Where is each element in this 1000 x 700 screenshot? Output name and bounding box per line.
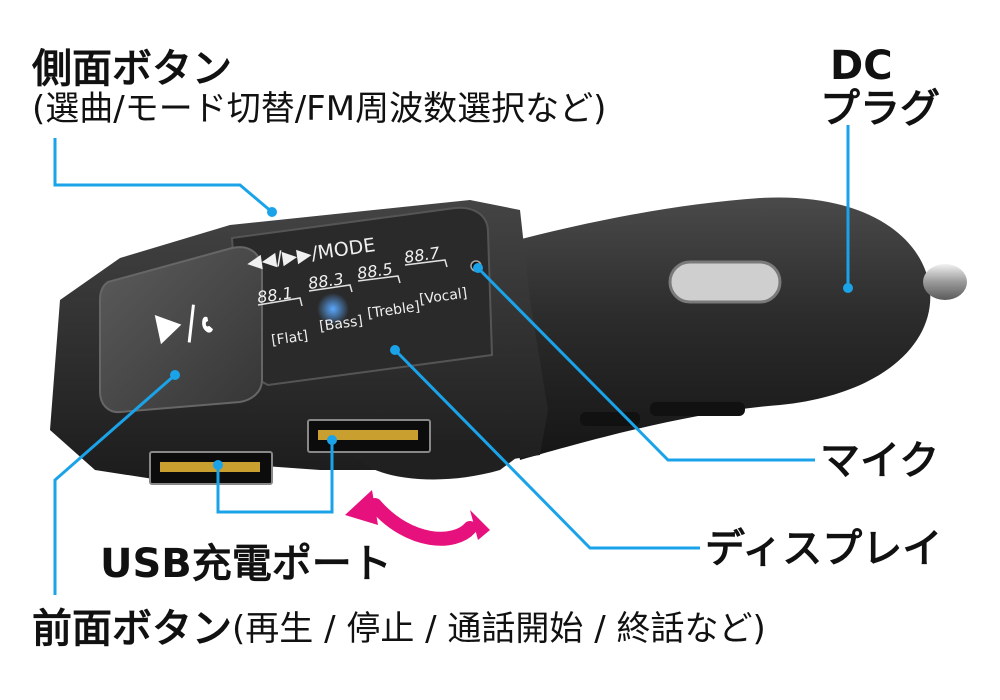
- callout-side-button: [53, 138, 273, 214]
- play-phone-icon: [154, 304, 213, 345]
- dc-label-line2: プラグ: [820, 86, 940, 132]
- callout-usb: [216, 440, 334, 514]
- preset-name-4: [Vocal]: [418, 285, 468, 308]
- callout-mic: [476, 266, 815, 462]
- plug-side-contact: [668, 260, 782, 304]
- plug-tip: [923, 264, 967, 300]
- dc-label-line1: DC: [830, 43, 893, 89]
- front-button-label: 前面ボタン: [32, 606, 232, 652]
- usb-port-right-contacts: [318, 430, 418, 440]
- callout-dots: [170, 207, 853, 470]
- rotation-arrow-icon: [345, 490, 490, 546]
- device-body: [50, 200, 548, 485]
- display-label: ディスプレイ: [705, 526, 943, 572]
- side-button-description: (選曲/モード切替/FM周波数選択など): [32, 89, 607, 129]
- front-button-description: (再生 / 停止 / 通話開始 / 終話など): [232, 609, 766, 649]
- dc-plug: [480, 197, 967, 460]
- screen-indicator-light: [317, 293, 349, 325]
- callout-lines: [53, 125, 850, 595]
- callout-front-button: [53, 373, 176, 595]
- preset-name-1: [Flat]: [270, 328, 309, 349]
- callout-display: [393, 348, 700, 550]
- preset-name-2: [Bass]: [318, 313, 364, 335]
- display-panel: [230, 206, 494, 387]
- usb-port-left-contacts: [160, 462, 260, 472]
- side-button-label: 側面ボタン: [32, 46, 232, 92]
- preset-name-3: [Treble]: [366, 299, 421, 322]
- vent-slot: [650, 402, 745, 416]
- mic-label: マイク: [820, 438, 940, 484]
- usb-port-label: USB充電ポート: [100, 541, 392, 587]
- front-button[interactable]: [99, 246, 263, 414]
